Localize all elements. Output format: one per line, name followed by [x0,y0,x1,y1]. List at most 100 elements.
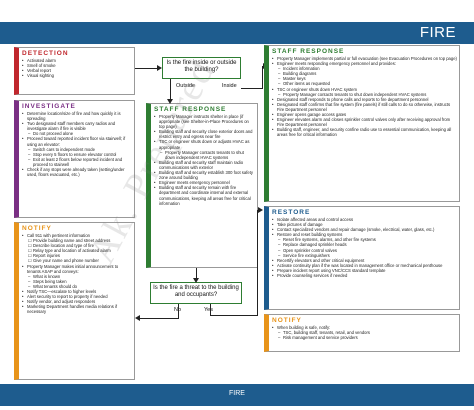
list-item: Exit at least 2 floors below reported in… [22,157,132,167]
connector-mid-to-threat [196,268,197,281]
connector-inside-right [241,88,263,89]
connector-no-left [140,318,179,319]
list-item: Notify TSC—escalate to higher levels [22,289,132,294]
restore-list: Isolate affected areas and control acces… [269,217,459,278]
list-item: What tenants should do [22,284,132,289]
question-threat: Is the fire a threat to the building and… [150,282,242,304]
footer-banner: FIRE [0,384,474,406]
label-outside: Outside [176,83,195,89]
list-item: Determine location/size of fire and how … [22,111,132,121]
connector-detect-to-q [135,68,160,69]
list-item: Building staff and security remain with … [154,185,255,205]
list-item: Reset fire systems, alarms, and other fi… [272,237,457,242]
connector-inside-up [262,66,263,88]
list-item: Take pictures of damage [272,222,457,227]
list-item: Incident information [272,66,457,71]
list-item: TSC or engineer shuts down HVAC system [272,87,457,92]
list-item: Property Manager makes initial announcem… [22,264,132,274]
list-item: Building staff and security close exteri… [154,129,255,139]
list-item: Engineer meets responding emergency pers… [272,61,457,66]
question-inside-outside: Is the fire inside or outside the buildi… [162,57,241,79]
notify-list-left: Call 911 with pertinent informationProvi… [19,233,134,315]
list-item: Do not proceed alone [22,131,132,136]
detection-list: Activated alarmSmell of smokeVerbal repo… [19,58,134,78]
list-item: Replace damaged sprinkler heads [272,242,457,247]
connector-yes-right [210,315,258,316]
detection-section: DETECTION Activated alarmSmell of smokeV… [14,47,135,95]
staff-response-mid-list: Property Manager instructs shelter in pl… [151,114,257,206]
investigate-section: INVESTIGATE Determine location/size of f… [14,100,135,218]
list-item: Call 911 with pertinent information [22,233,132,238]
list-item: Building diagrams [272,71,457,76]
list-item: Engineer meets emergency personnel [154,180,255,185]
investigate-heading: INVESTIGATE [22,103,76,110]
list-item: Building staff, engineer, and security c… [272,127,457,137]
list-item: Verbal report [22,68,132,73]
notify-section-right: NOTIFY When building is safe, notify:TSC… [264,314,460,352]
list-item: TSC or engineer shuts down or adjusts HV… [154,139,255,149]
list-item: Engineer elevates alarm and closes sprin… [272,117,457,127]
list-item: TSC, building staff, tenants, retail, an… [272,330,457,335]
connector-yes-down [210,304,211,315]
list-item: Engineer opens garage access gates [272,112,457,117]
label-inside: Inside [222,83,237,89]
connector-outside-down [170,79,171,100]
list-item: Master keys [272,76,457,81]
list-item: Alert security to report to property if … [22,294,132,299]
restore-section: RESTORE Isolate affected areas and contr… [264,206,460,310]
list-item: Property Manager instructs shelter in pl… [154,114,255,129]
list-item: Designated staff confirms that fire syst… [272,102,457,112]
list-item: Risk management and service providers [272,335,457,340]
header-banner: FIRE [0,22,474,44]
staff-response-right-section: STAFF RESPONSE Property Manager implemen… [264,45,460,202]
restore-heading: RESTORE [272,209,311,216]
connector-no-down [178,304,179,318]
arrow-to-threat [193,278,199,283]
list-item: Contact specialized vendors and repair d… [272,227,457,232]
label-no: No [174,307,181,313]
list-item: Isolate affected areas and control acces… [272,217,457,222]
list-item: Report injuries [22,253,132,258]
list-item: Service fire extinguishers [272,253,457,258]
detection-heading: DETECTION [22,50,69,57]
list-item: Building staff and security staff mainta… [154,160,255,170]
list-item: When building is safe, notify: [272,325,457,330]
list-item: Activated alarm [22,58,132,63]
list-item: Recertify elevators and other critical e… [272,258,457,263]
notify-heading-left: NOTIFY [22,225,52,232]
list-item: Smell of smoke [22,63,132,68]
list-item: Property Manager contacts tenants to shu… [272,92,457,97]
staff-response-mid-section: STAFF RESPONSE Property Manager instruct… [146,103,258,268]
arrow-outside [167,99,173,104]
staff-response-right-heading: STAFF RESPONSE [272,48,345,55]
list-item: Proceed toward reported incident floor v… [22,136,132,146]
staff-response-mid-heading: STAFF RESPONSE [154,106,227,113]
list-item: Two designated staff members carry radio… [22,121,132,131]
list-item: Open sprinkler control valves [272,248,457,253]
list-item: Provide building name and street address [22,238,132,243]
list-item: Marketing Department handles media relat… [22,304,132,314]
list-item: Property Manager contacts tenants to shu… [154,150,255,160]
list-item: Property Manager implements partial or f… [272,56,457,61]
question-inside-outside-text: Is the fire inside or outside the buildi… [166,60,237,73]
notify-list-right: When building is safe, notify:TSC, build… [269,325,459,340]
list-item: Describe location and type of fire [22,243,132,248]
question-threat-text: Is the fire a threat to the building and… [153,285,239,298]
list-item: Designated staff responds to phone calls… [272,97,457,102]
investigate-list: Determine location/size of fire and how … [19,111,134,177]
list-item: Switch cars to independent mode [22,147,132,152]
connector-yes-up [257,210,258,316]
list-item: Activate continuity plan if the was loca… [272,263,457,268]
list-item: Relay type and location of activated ala… [22,248,132,253]
list-item: Stop every 5 floors to ensure elevator c… [22,152,132,157]
arrow-no [135,315,140,321]
notify-section-left: NOTIFY Call 911 with pertinent informati… [14,222,135,380]
page-title: FIRE [419,24,456,41]
list-item: Prepare incident report using VNC/CCS st… [272,268,457,273]
list-item: Steps being taken [22,279,132,284]
footer-title: FIRE [229,390,245,397]
label-yes: Yes [204,307,213,313]
arrow-yes [258,207,263,213]
list-item: Check if any stops were already taken (s… [22,167,132,177]
list-item: Provide counseling services if needed [272,273,457,278]
